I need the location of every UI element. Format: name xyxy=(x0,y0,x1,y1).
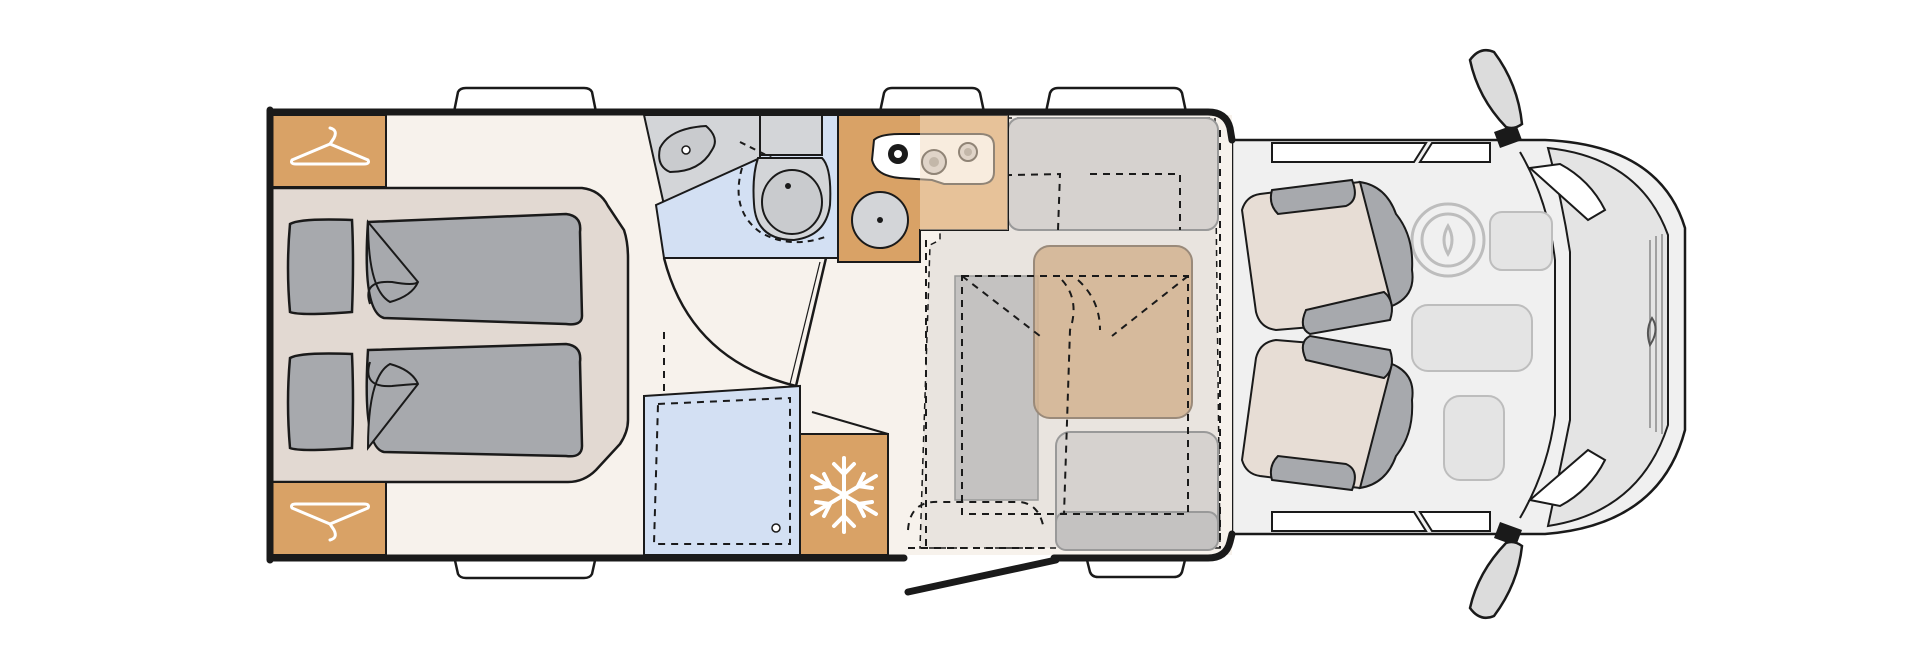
wall-top xyxy=(266,108,1236,144)
window-top-left xyxy=(452,86,598,114)
dinette-bench-top xyxy=(1007,117,1219,231)
cab xyxy=(1230,49,1687,619)
snowflake-icon xyxy=(810,456,878,534)
cab-hood xyxy=(1546,146,1669,528)
cab-seat-bottom xyxy=(1240,334,1414,492)
window-top-middle xyxy=(878,86,986,114)
toilet-tank xyxy=(759,114,823,156)
dinette-cushion-left xyxy=(954,275,1039,501)
window-top-right xyxy=(1044,86,1188,114)
shower-drain xyxy=(771,523,781,533)
toilet-seat xyxy=(761,169,823,235)
kitchen xyxy=(837,114,1009,263)
headlight-top xyxy=(1527,162,1607,222)
cab-seat-top xyxy=(1240,178,1414,336)
bathroom-door xyxy=(794,257,828,387)
dinette-table xyxy=(1033,245,1193,419)
dinette-bench-bottom-seat xyxy=(1055,511,1219,551)
cab-side-windows xyxy=(1271,142,1491,532)
duvet-top xyxy=(365,212,584,326)
clothes-hanger-icon xyxy=(290,502,370,542)
wall-bottom-right xyxy=(1050,530,1236,562)
bathroom-door-swing xyxy=(662,257,797,388)
outer-walls xyxy=(266,106,1236,596)
mirror-top xyxy=(1468,49,1524,148)
washbasin-drain xyxy=(681,145,691,155)
bathroom xyxy=(642,114,839,396)
pillow-left-bottom xyxy=(286,352,355,452)
mirror-bottom xyxy=(1468,522,1524,619)
wardrobe-top xyxy=(271,114,387,188)
brand-logo-icon xyxy=(1646,316,1657,348)
clothes-hanger-icon xyxy=(290,126,370,166)
steering-wheel-icon xyxy=(1410,202,1486,278)
fridge xyxy=(799,411,889,556)
entry-door xyxy=(904,556,1060,596)
shower xyxy=(643,384,801,556)
wardrobe-bottom xyxy=(271,481,387,556)
bathroom-divider xyxy=(737,141,829,244)
rear-bed xyxy=(270,186,630,484)
pillow-left-top xyxy=(286,218,355,316)
headlight-bottom xyxy=(1527,448,1607,508)
duvet-bottom xyxy=(365,342,584,458)
dashboard xyxy=(1411,211,1553,481)
windshield xyxy=(1519,151,1556,519)
